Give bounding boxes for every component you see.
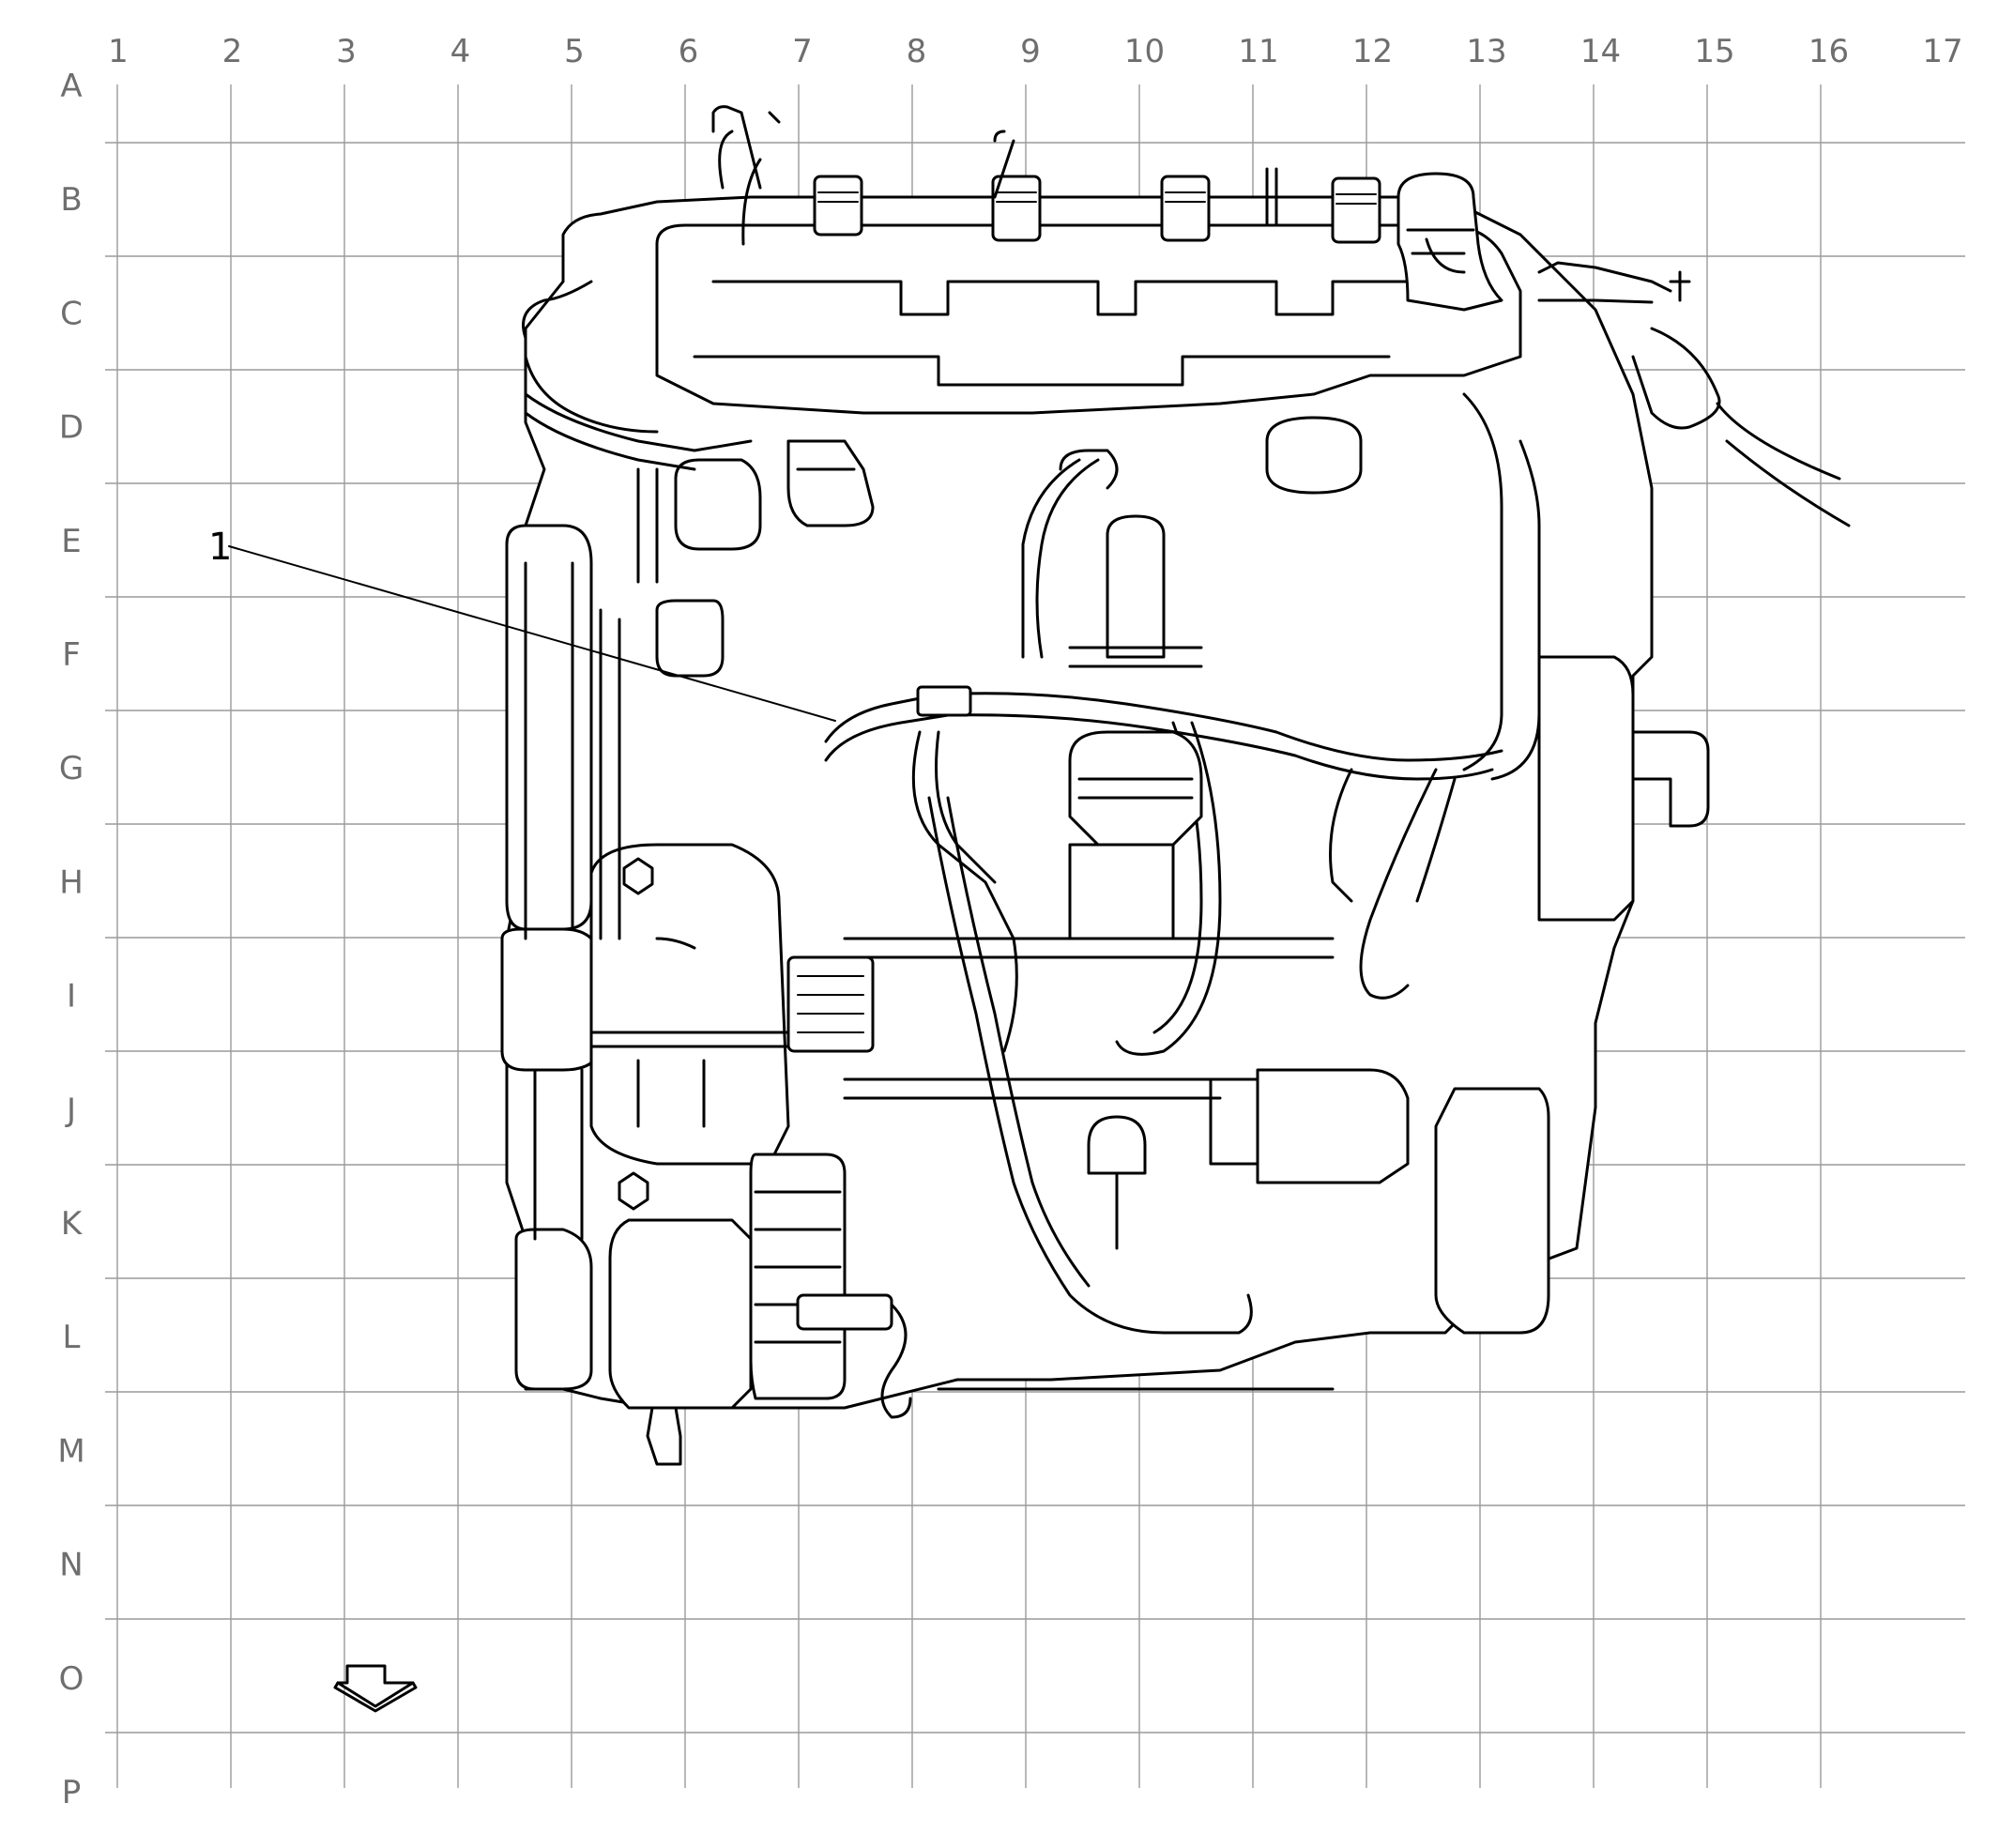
valve-cover-edge <box>693 355 1391 387</box>
upper-wire <box>1021 449 1119 659</box>
grid-column-label: 15 <box>1694 33 1734 70</box>
grid-row-label: C <box>60 295 83 332</box>
grid-row-label: H <box>59 863 84 901</box>
grid-row-label: F <box>62 636 81 674</box>
alternator-bolt <box>622 857 654 895</box>
grid-column-label: 9 <box>1020 33 1041 70</box>
grid-column-label: 17 <box>1922 33 1962 70</box>
grid-row-label: G <box>59 750 84 787</box>
grid-column-label: 4 <box>450 33 471 70</box>
fuel-rail <box>524 392 753 471</box>
grid-column-label: 16 <box>1808 33 1849 70</box>
oil-filter <box>749 1153 847 1400</box>
grid-column-label: 2 <box>222 33 243 70</box>
upper-pulley <box>505 524 593 931</box>
sensor-plug-upper-left <box>655 599 725 678</box>
valve-cover-ridge <box>711 280 1466 316</box>
harness-branch-right <box>1329 768 1457 1000</box>
alternator-connector <box>786 955 875 1053</box>
grid-column-label: 8 <box>907 33 927 70</box>
sensor-connector-lower <box>796 1293 893 1331</box>
right-lower-bracket <box>1434 1087 1550 1335</box>
grid-row-label: N <box>59 1547 83 1584</box>
grid-column-label: 5 <box>564 33 585 70</box>
grid-row-label: O <box>59 1660 84 1698</box>
right-elbow-pipe <box>1631 730 1710 828</box>
grid-row-label: E <box>61 523 81 560</box>
alternator-lower-bolt <box>618 1171 649 1211</box>
crank-pulley <box>500 927 603 1072</box>
grid-column-label: 13 <box>1466 33 1506 70</box>
grid-column-label: 12 <box>1352 33 1393 70</box>
grid-row-label: P <box>62 1774 82 1811</box>
lower-pulley <box>514 1228 593 1391</box>
egr-valve <box>1068 730 1203 847</box>
grid-column-label: 7 <box>792 33 813 70</box>
grid-row-label: J <box>65 1092 76 1129</box>
engine-assembly-drawing <box>500 105 1851 1466</box>
coolant-sensor <box>1106 514 1166 659</box>
row-labels: A B C D E F G H I J K L M N O P <box>57 68 84 1811</box>
grid-row-label: M <box>57 1432 84 1470</box>
gearbox-flange <box>1537 655 1635 922</box>
callout-1-label: 1 <box>208 526 232 569</box>
front-cover-details <box>599 467 659 940</box>
upper-right-hose <box>1537 261 1691 304</box>
grid-column-label: 6 <box>679 33 699 70</box>
harness-clip <box>916 685 972 717</box>
wiring-harness <box>824 692 1503 781</box>
grid-column-label: 10 <box>1124 33 1165 70</box>
drive-belt <box>524 561 584 1241</box>
lower-block-details <box>843 937 1335 1391</box>
starter-solenoid <box>1256 1068 1410 1184</box>
grid-row-label: K <box>61 1205 84 1243</box>
grid-row-label: A <box>60 68 82 105</box>
ignition-coils <box>711 105 1381 246</box>
left-hose <box>522 280 659 434</box>
grid-row-label: D <box>59 409 84 447</box>
engine-mount-bracket <box>1087 1115 1147 1250</box>
oil-drain-plug <box>646 1406 682 1466</box>
grid-column-label: 11 <box>1238 33 1278 70</box>
grid-row-label: I <box>67 978 76 1016</box>
callout-1-leader-line <box>228 545 836 722</box>
oil-filler-cap <box>1265 416 1363 495</box>
right-coolant-hose <box>1631 327 1851 527</box>
egr-body <box>1068 843 1175 940</box>
view-direction-arrow-icon <box>333 1664 418 1713</box>
grid-column-label: 14 <box>1580 33 1621 70</box>
bracket-upper-left <box>786 439 875 527</box>
throttle-housing <box>1396 172 1503 312</box>
lower-sensor-wire <box>880 1303 912 1419</box>
grid-row-label: L <box>63 1319 81 1356</box>
grid-row-label: B <box>60 181 82 219</box>
grid-column-label: 1 <box>108 33 129 70</box>
thermostat-housing <box>674 458 762 551</box>
starter-motor <box>608 1218 753 1410</box>
grid-column-label: 3 <box>336 33 357 70</box>
